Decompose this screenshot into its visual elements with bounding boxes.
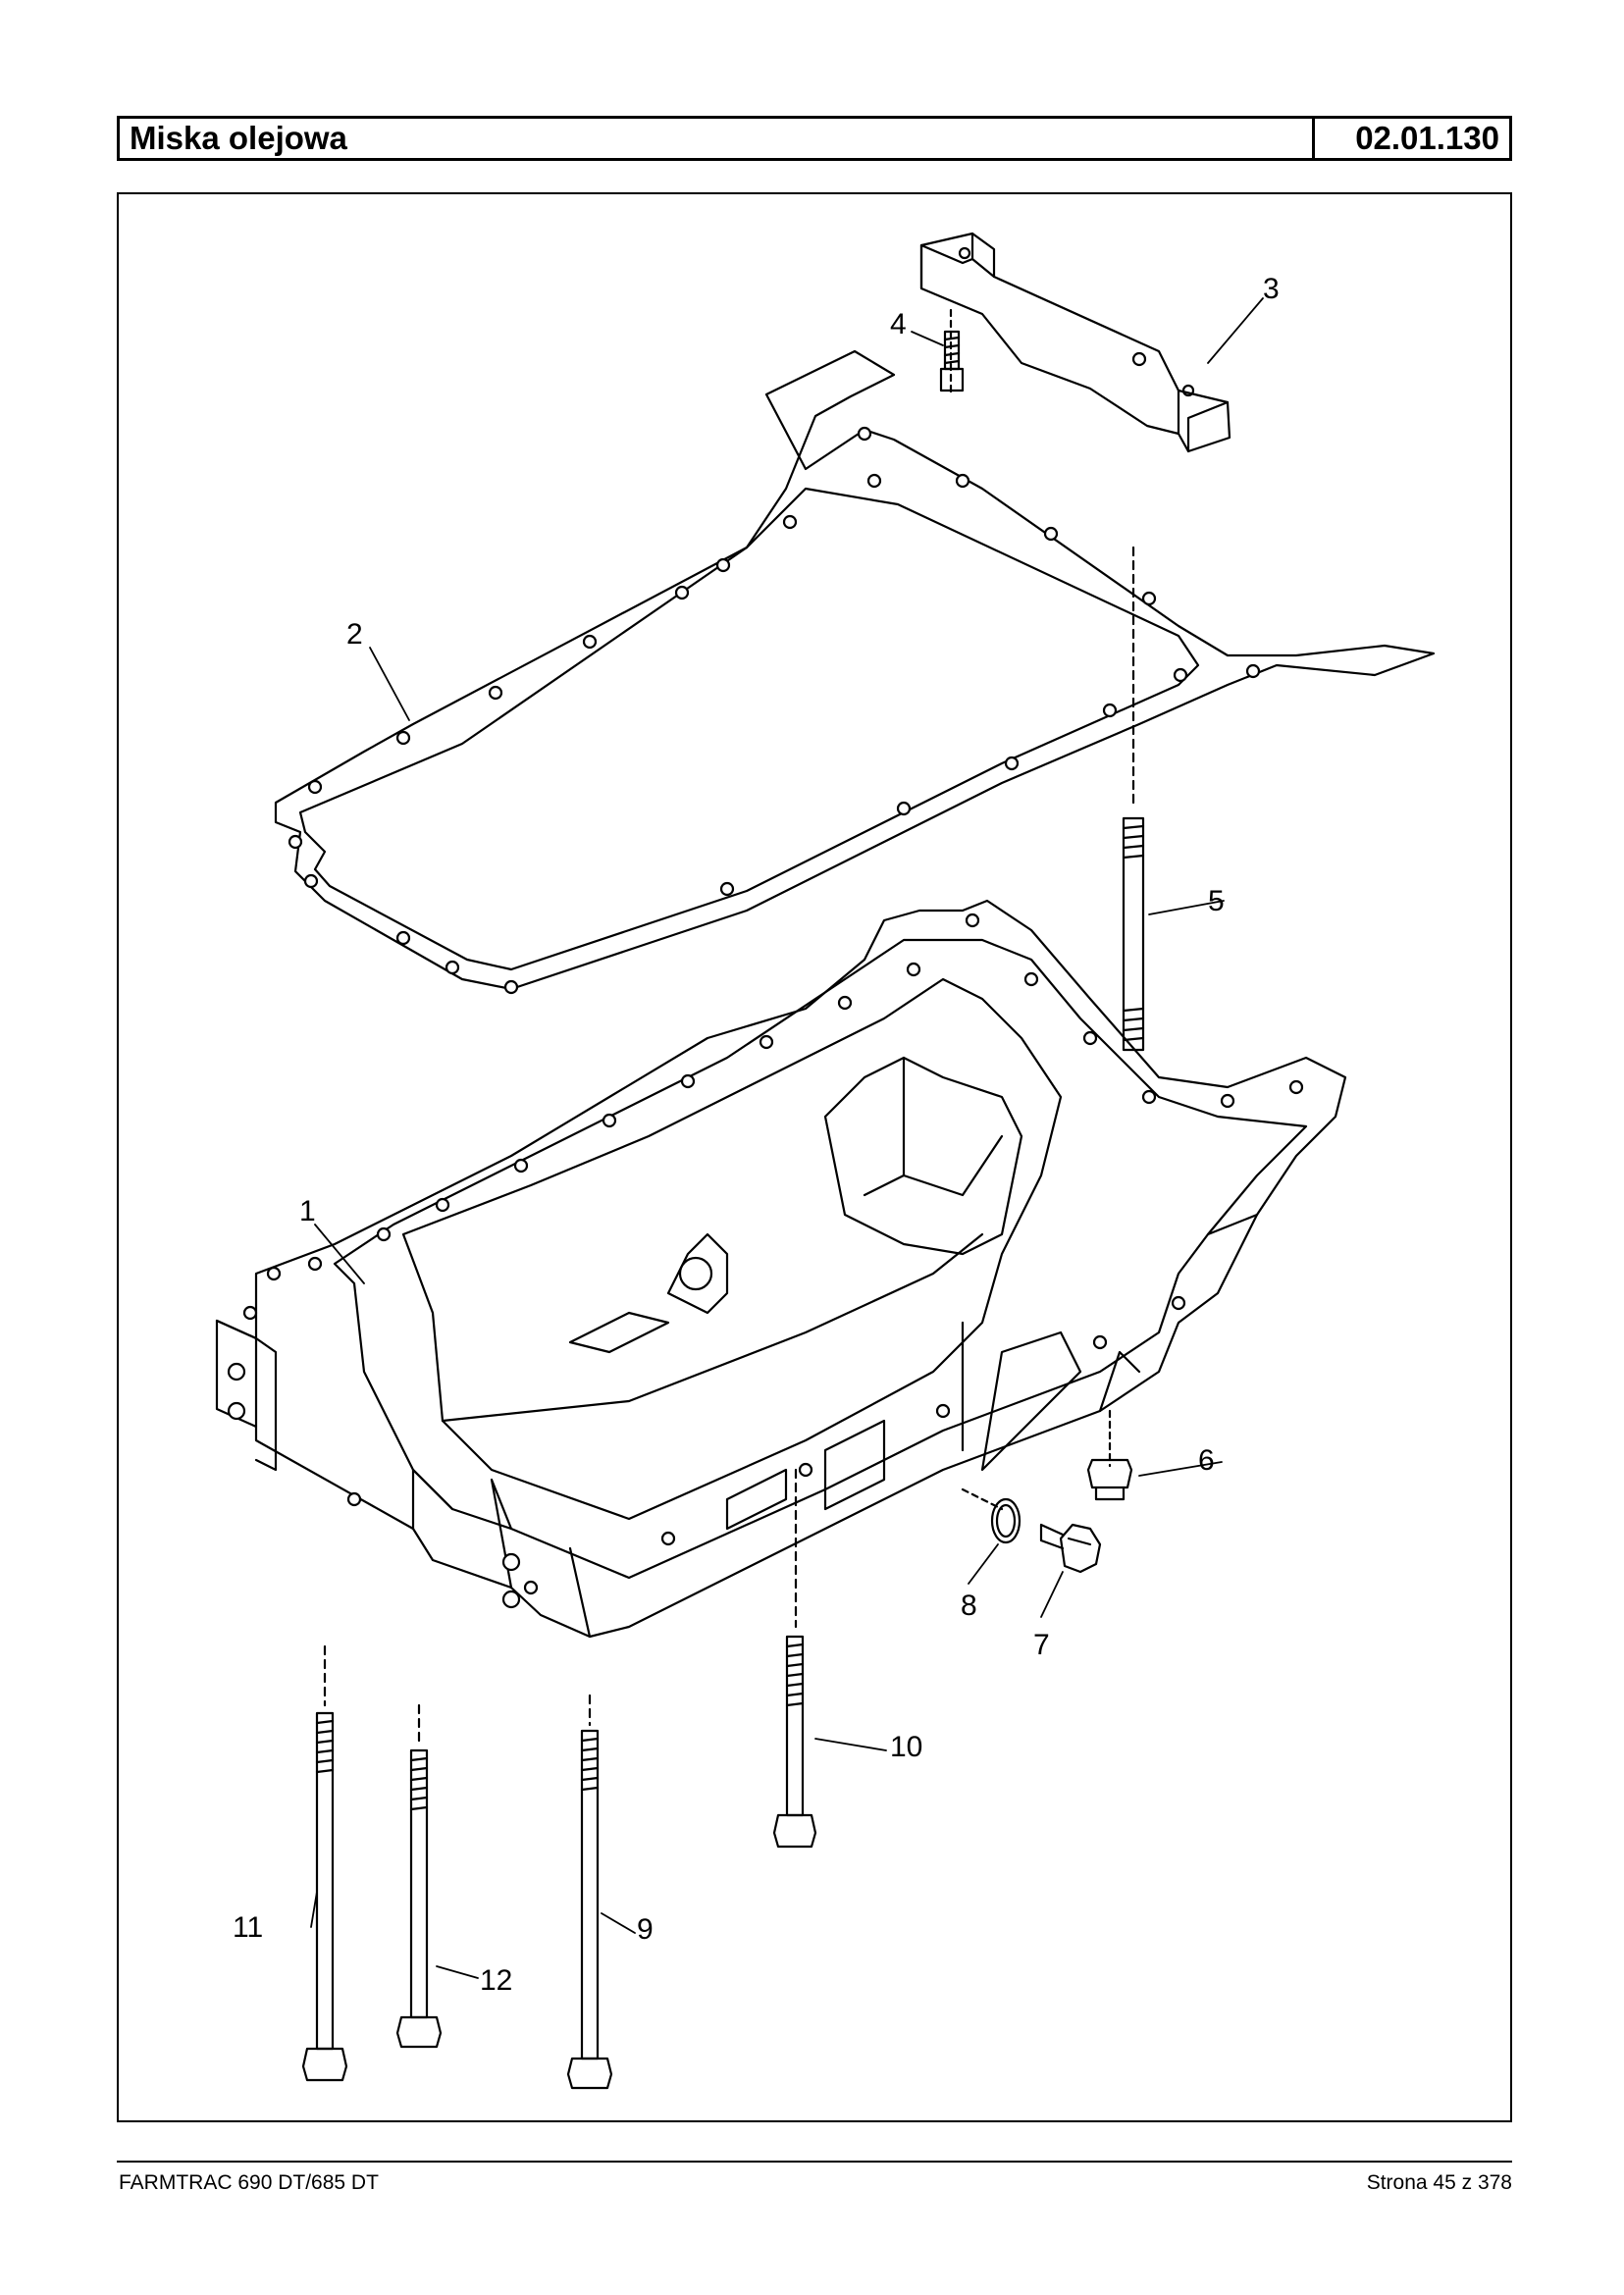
stud-part — [1122, 546, 1145, 1052]
page-header: Miska olejowa 02.01.130 — [117, 116, 1512, 161]
callout-4: 4 — [890, 308, 907, 340]
callout-5: 5 — [1208, 885, 1225, 917]
callout-1: 1 — [299, 1195, 316, 1227]
drain-plug-part — [1039, 1523, 1102, 1574]
footer-divider — [117, 2161, 1512, 2163]
callout-9: 9 — [637, 1913, 654, 1946]
gasket-part — [274, 349, 1436, 995]
bolt-12-part — [395, 1703, 443, 2049]
bolt-9-part — [566, 1694, 613, 2090]
callout-2: 2 — [346, 618, 363, 651]
small-bolt-part — [939, 308, 965, 396]
callout-3: 3 — [1263, 273, 1280, 305]
callout-7: 7 — [1033, 1629, 1050, 1661]
callout-10: 10 — [890, 1731, 922, 1763]
oil-pan-exploded-diagram: 3 4 2 5 1 6 7 8 10 11 12 9 — [215, 232, 1436, 2090]
section-code: 02.01.130 — [1355, 120, 1499, 156]
page-title: Miska olejowa — [120, 119, 1315, 158]
footer-page-number: Strona 45 z 378 — [1366, 2171, 1512, 2194]
bolt-10-part — [772, 1468, 817, 1849]
sealing-ring-part — [961, 1487, 1022, 1544]
callout-12: 12 — [480, 1964, 512, 1997]
callout-8: 8 — [961, 1590, 977, 1622]
oil-pan-part — [215, 899, 1347, 1639]
callout-11: 11 — [233, 1911, 263, 1944]
bracket-part — [919, 232, 1231, 453]
bolt-11-part — [301, 1644, 348, 2082]
plug-nut-part — [1086, 1409, 1133, 1501]
footer-model: FARMTRAC 690 DT/685 DT — [119, 2171, 379, 2194]
callout-leader-lines — [310, 297, 1264, 1979]
exploded-diagram-frame: 3 4 2 5 1 6 7 8 10 11 12 9 — [117, 192, 1512, 2122]
callout-numbers: 3 4 2 5 1 6 7 8 10 11 12 9 — [233, 273, 1280, 1997]
callout-6: 6 — [1198, 1444, 1215, 1477]
